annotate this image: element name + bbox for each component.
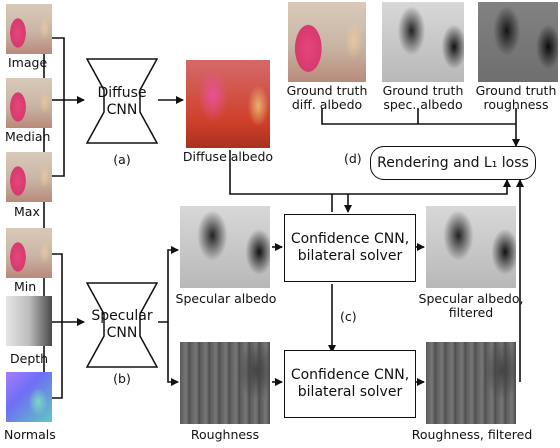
depth-label: Depth <box>10 351 49 366</box>
depth-thumb <box>6 296 52 346</box>
roughness-filtered-label: Roughness, filtered <box>411 427 533 442</box>
roughness-filtered-thumb <box>426 342 516 424</box>
specular-albedo-label: Specular albedo <box>175 291 277 306</box>
min-thumb <box>6 228 52 278</box>
image-thumb <box>6 4 52 54</box>
diffuse-albedo-thumb <box>186 60 270 148</box>
wire-gt-diff <box>321 108 516 125</box>
loss-box: Rendering and L₁ loss <box>370 146 536 180</box>
bus-max <box>52 96 85 177</box>
image-label: Image <box>8 55 48 70</box>
diffuse-cnn-shape <box>86 58 158 144</box>
gt-roughness-thumb <box>478 2 558 82</box>
arrow-spec-albedo <box>158 246 179 323</box>
specular-albedo-filtered-label: Specular albedo, filtered <box>418 291 524 320</box>
max-thumb <box>6 152 52 202</box>
tag-d: (d) <box>344 151 362 166</box>
bus-image <box>52 37 65 100</box>
gt-diff-albedo-label: Ground truth diff. albedo <box>286 83 368 112</box>
max-label: Max <box>14 204 40 219</box>
specular-cnn-shape <box>86 282 158 368</box>
median-thumb <box>6 78 52 128</box>
normals-thumb <box>6 372 52 422</box>
gt-diff-albedo-thumb <box>288 2 366 82</box>
normals-label: Normals <box>4 427 56 442</box>
tag-a: (a) <box>113 152 131 167</box>
wire-diffuse-down <box>229 150 348 195</box>
specular-albedo-thumb <box>180 206 270 288</box>
diffuse-albedo-label: Diffuse albedo <box>182 149 274 164</box>
arrow-roughness <box>167 322 179 386</box>
roughness-thumb <box>180 342 270 424</box>
specular-albedo-filtered-thumb <box>426 206 516 288</box>
bus-normals <box>52 322 63 399</box>
gt-spec-albedo-thumb <box>382 2 464 82</box>
confidence-box-top: Confidence CNN, bilateral solver <box>284 214 416 282</box>
min-label: Min <box>14 279 37 294</box>
tag-b: (b) <box>113 371 131 386</box>
confidence-box-bottom: Confidence CNN, bilateral solver <box>284 350 416 418</box>
roughness-label: Roughness <box>190 427 260 442</box>
tag-c: (c) <box>340 309 357 324</box>
diffuse-cnn-label: Diffuse CNN <box>97 85 147 118</box>
gt-spec-albedo-label: Ground truth spec. albedo <box>382 83 464 112</box>
arrow-to-loss-left <box>348 179 511 195</box>
bus-min <box>52 253 63 322</box>
specular-cnn-label: Specular CNN <box>91 308 153 341</box>
median-label: Median <box>5 129 51 144</box>
gt-roughness-label: Ground truth roughness <box>475 83 557 112</box>
